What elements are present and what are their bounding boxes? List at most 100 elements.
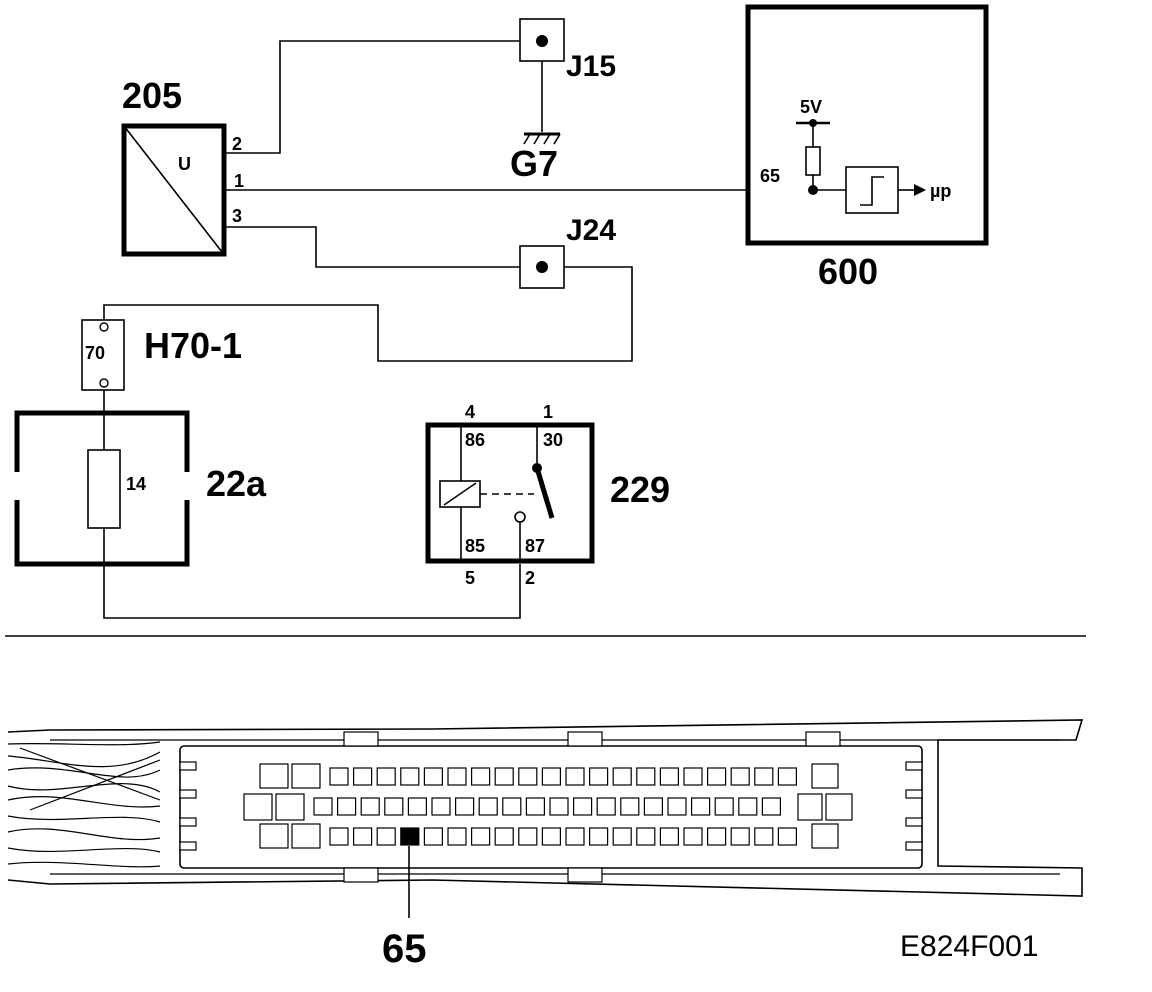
pin — [455, 797, 475, 816]
pin — [494, 827, 514, 846]
pin — [730, 767, 750, 786]
j24-label: J24 — [566, 214, 616, 247]
pin — [643, 797, 664, 816]
ecu-600: µp 5V 65 600 — [745, 4, 989, 292]
pin — [376, 827, 396, 846]
pin — [636, 767, 656, 786]
pin — [423, 767, 443, 786]
pin — [612, 767, 632, 786]
pin — [447, 767, 467, 786]
pin — [690, 797, 711, 816]
pin — [494, 767, 514, 786]
relay-terminal-87: 87 — [525, 536, 545, 556]
pin-65-callout: 65 — [382, 927, 427, 971]
fuse-box-label: 22a — [206, 463, 267, 504]
sensor-pin-1: 1 — [234, 171, 244, 191]
pin — [447, 827, 467, 846]
relay-pin-5: 5 — [465, 568, 475, 588]
pin — [683, 827, 703, 846]
pin — [754, 827, 774, 846]
pin — [471, 767, 491, 786]
pin — [329, 767, 349, 786]
pin — [572, 797, 593, 816]
pin — [565, 767, 585, 786]
j15-label: J15 — [566, 50, 616, 83]
large-pin — [243, 793, 273, 821]
connector-h70-1: 70 H70-1 — [81, 319, 242, 391]
ecu-label: 600 — [818, 251, 878, 292]
relay-229: 4 1 86 30 85 87 5 2 229 — [425, 402, 670, 588]
h70-label: H70-1 — [144, 325, 242, 366]
pin — [541, 767, 562, 786]
relay-pin-2: 2 — [525, 568, 535, 588]
pin — [706, 767, 727, 786]
pin — [407, 797, 427, 816]
large-pin — [259, 823, 289, 849]
pin — [423, 827, 443, 846]
pin — [400, 767, 420, 786]
pin — [777, 827, 798, 846]
large-pin — [825, 793, 853, 821]
relay-label: 229 — [610, 469, 670, 510]
pin — [761, 797, 782, 816]
pin — [541, 827, 562, 846]
pin — [738, 797, 758, 816]
relay-pin-1: 1 — [543, 402, 553, 422]
pin — [667, 797, 687, 816]
pin — [659, 827, 680, 846]
pin — [588, 827, 609, 846]
pin — [384, 797, 404, 816]
junction-j15: J15 — [519, 18, 616, 83]
pin — [502, 797, 522, 816]
pin — [683, 767, 703, 786]
large-pin — [275, 793, 305, 821]
pin — [313, 797, 333, 816]
ecu-supply-label: 5V — [800, 97, 822, 117]
pin — [730, 827, 750, 846]
large-pin — [811, 763, 839, 789]
sensor-pin-2: 2 — [232, 134, 242, 154]
large-pin — [811, 823, 839, 849]
pin — [549, 797, 569, 816]
pin — [714, 797, 734, 816]
wires — [103, 40, 812, 619]
pin — [518, 827, 538, 846]
ecu-pin-label: 65 — [760, 166, 780, 186]
pin — [329, 827, 349, 846]
pin — [337, 797, 357, 816]
large-pin — [291, 823, 321, 849]
sensor-label: 205 — [122, 75, 182, 116]
pin — [431, 797, 451, 816]
relay-pin-4: 4 — [465, 402, 475, 422]
relay-terminal-86: 86 — [465, 430, 485, 450]
figure-reference: E824F001 — [900, 930, 1038, 963]
g7-label: G7 — [510, 143, 558, 184]
large-pin — [259, 763, 289, 789]
sensor-pin-3: 3 — [232, 206, 242, 226]
pin — [588, 767, 609, 786]
fuse-number: 14 — [126, 474, 146, 494]
large-pin — [291, 763, 321, 789]
h70-pin-label: 70 — [85, 343, 105, 363]
pin — [754, 767, 774, 786]
fuse-box-22a: 14 22a — [14, 410, 267, 567]
ecu-output-label: µp — [930, 181, 951, 201]
pin — [518, 767, 538, 786]
connector-view: 65 — [7, 719, 1084, 971]
pin — [471, 827, 491, 846]
pin-65 — [400, 827, 420, 846]
pin — [360, 797, 380, 816]
large-pin — [797, 793, 823, 821]
pin — [353, 827, 373, 846]
pin — [706, 827, 727, 846]
ground-g7: G7 — [510, 132, 561, 184]
pin — [612, 827, 632, 846]
pin — [565, 827, 585, 846]
sensor-205: U 205 2 1 3 — [121, 75, 244, 257]
pin — [478, 797, 498, 816]
relay-terminal-85: 85 — [465, 536, 485, 556]
pin — [636, 827, 656, 846]
relay-terminal-30: 30 — [543, 430, 563, 450]
pin — [777, 767, 798, 786]
